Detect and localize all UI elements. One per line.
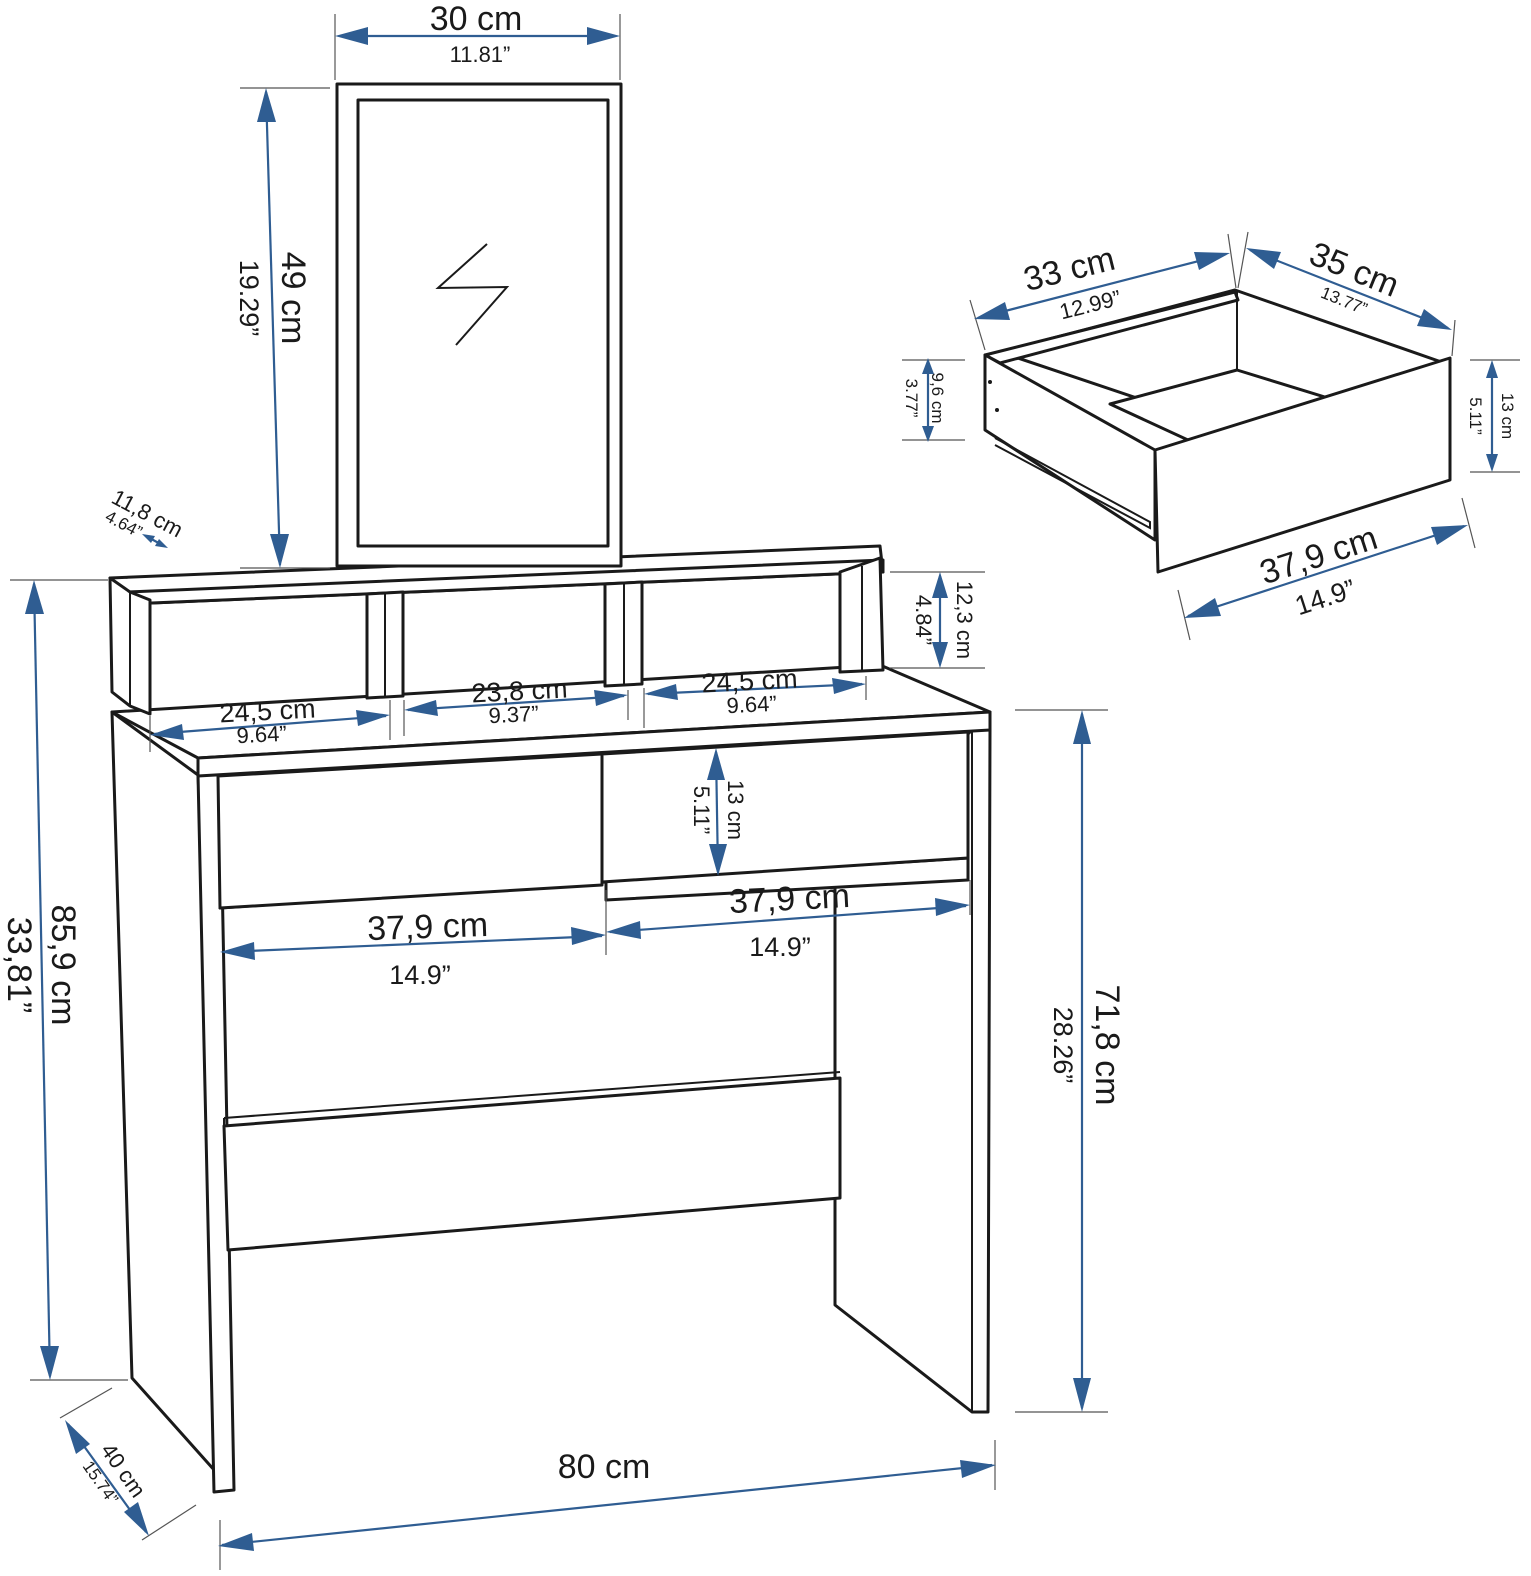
dim-drawer-height-arrow: [707, 748, 727, 876]
mirror-drawing: [335, 82, 623, 568]
label-total-height-cm: 85,9 cm: [44, 905, 82, 1026]
label-drawer-height-in: 5.11”: [689, 786, 714, 835]
label-comp-mid-cm: 23,8 cm: [471, 674, 568, 709]
label-comp-mid-in: 9.37”: [488, 701, 539, 729]
dim-detail-side-height-arrow: [922, 358, 934, 442]
label-drawer-right-width-in: 14.9”: [749, 932, 811, 962]
label-drawer-right-width-cm: 37,9 cm: [728, 877, 851, 921]
label-comp-right-in: 9.64”: [726, 691, 777, 719]
desk-modesty-panel: [222, 1076, 842, 1252]
vanity-desk-drawing: [110, 663, 992, 1494]
label-desk-width-cm: 80 cm: [558, 1448, 651, 1486]
dim-total-height-arrow: [25, 580, 59, 1380]
dim-shelf-height-arrow: [932, 572, 948, 668]
dim-comp-left-arrow: [150, 710, 390, 740]
label-detail-front-height-in: 5.11”: [1466, 397, 1485, 435]
extension-lines: [10, 14, 1520, 1570]
dim-comp-mid-arrow: [404, 690, 628, 716]
label-shelf-height-cm: 12,3 cm: [952, 581, 977, 659]
hutch-shelf-drawing: [108, 544, 885, 716]
dim-desk-width-arrow: [218, 1460, 996, 1551]
label-detail-length-in: 12.99”: [1057, 285, 1124, 324]
label-detail-front-height-cm: 13 cm: [1498, 393, 1517, 439]
dim-drawer-left-width-arrow: [220, 927, 606, 960]
dim-detail-depth-arrow: [1246, 248, 1452, 330]
drawer-front-panel: [1153, 356, 1452, 574]
dim-detail-length-arrow: [974, 252, 1230, 320]
label-table-height-cm: 71,8 cm: [1088, 985, 1126, 1106]
drawer-runner-rail: [994, 437, 1151, 530]
label-mirror-height-cm: 49 cm: [274, 252, 312, 345]
label-drawer-left-width-cm: 37,9 cm: [367, 906, 489, 948]
drawer-near-side: [983, 353, 1157, 542]
label-mirror-width-in: 11.81”: [450, 42, 511, 67]
dim-comp-right-arrow: [644, 678, 866, 700]
label-shelf-height-in: 4.84”: [911, 595, 936, 645]
label-comp-left-in: 9.64”: [236, 721, 287, 749]
mirror-reflection-mark: [435, 243, 510, 346]
drawer-detail-drawing: [983, 288, 1452, 574]
label-detail-side-height-in: 3.77”: [902, 379, 921, 418]
dimension-arrows: [25, 27, 1498, 1551]
label-detail-side-height-cm: 9,6 cm: [928, 372, 947, 423]
dim-mirror-height-arrow: [257, 88, 289, 568]
mirror-glass: [356, 98, 610, 548]
dim-table-height-arrow: [1073, 710, 1091, 1412]
desk-tabletop-front-edge: [196, 710, 992, 778]
label-mirror-width-cm: 30 cm: [430, 0, 523, 38]
label-total-height-in: 33,81”: [0, 917, 38, 1013]
label-comp-right-cm: 24,5 cm: [701, 664, 798, 699]
dim-drawer-right-width-arrow: [606, 898, 970, 939]
dim-detail-front-height-arrow: [1486, 360, 1498, 472]
label-drawer-height-cm: 13 cm: [723, 780, 748, 840]
drawer-right-front: [600, 730, 970, 884]
dim-shelf-depth-arrow: [142, 534, 168, 548]
label-comp-left-cm: 24,5 cm: [219, 694, 316, 729]
dim-mirror-width-arrow: [335, 27, 620, 45]
dim-desk-depth-arrow: [65, 1420, 149, 1536]
drawer-left-front: [216, 752, 604, 910]
label-table-height-in: 28.26”: [1048, 1007, 1078, 1084]
label-drawer-left-width-in: 14.9”: [389, 960, 451, 990]
dim-detail-front-width-arrow: [1184, 524, 1468, 618]
label-mirror-height-in: 19.29”: [234, 260, 264, 337]
